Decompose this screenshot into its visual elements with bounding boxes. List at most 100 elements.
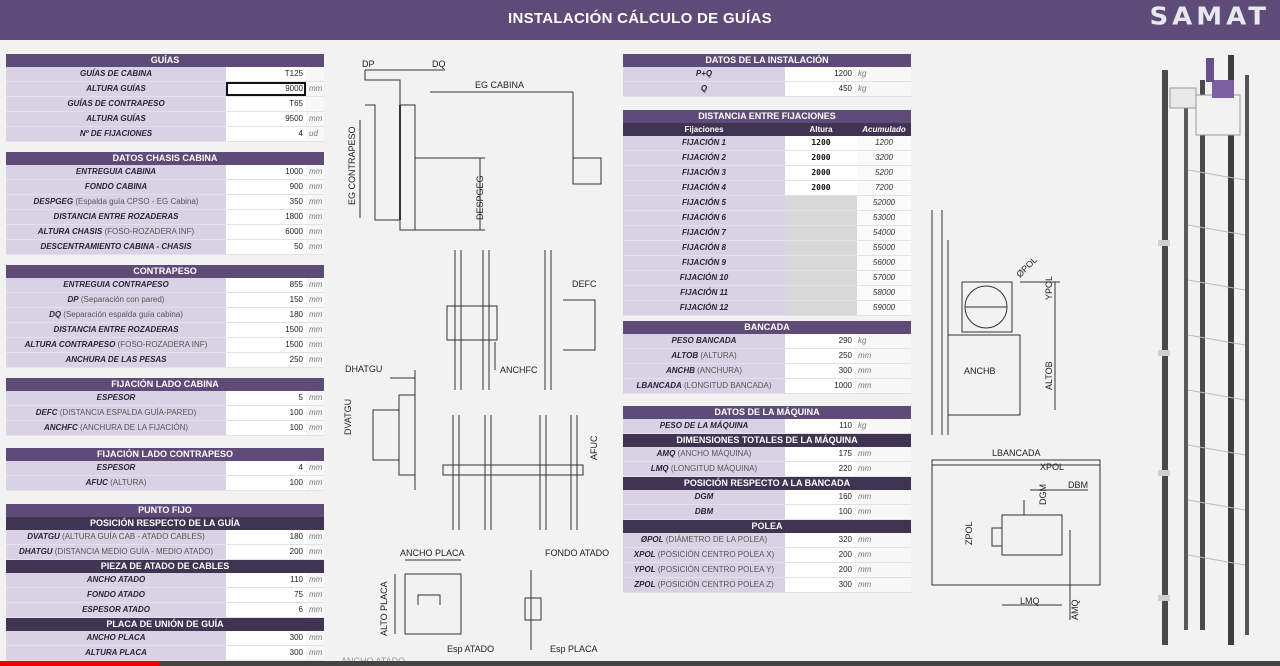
bancada-value-input[interactable]: 1000 [785, 379, 855, 393]
fijacion-altura-input[interactable] [785, 271, 857, 285]
maquina-value-input[interactable]: 200 [785, 563, 855, 577]
guias-value-input[interactable]: 9000 [226, 82, 306, 96]
chasis-value-input[interactable]: 350 [226, 195, 306, 209]
fijacion-altura-input[interactable] [785, 196, 857, 210]
punto_fijo-unit: mm [306, 588, 324, 602]
contrapeso-value-input[interactable]: 1500 [226, 323, 306, 337]
fij_cabina-value-input[interactable]: 100 [226, 421, 306, 435]
fijacion-altura-input[interactable] [785, 211, 857, 225]
bancada-value-input[interactable]: 290 [785, 334, 855, 348]
maquina-value-input[interactable]: 220 [785, 462, 855, 476]
fijacion-name: FIJACIÓN 8 [623, 241, 785, 255]
maquina-value-input[interactable]: 160 [785, 490, 855, 504]
fijacion-name: FIJACIÓN 10 [623, 271, 785, 285]
punto_fijo-value-input[interactable]: 180 [226, 530, 306, 544]
contrapeso-value-input[interactable]: 150 [226, 293, 306, 307]
chasis-value-input[interactable]: 900 [226, 180, 306, 194]
contrapeso-value-input[interactable]: 855 [226, 278, 306, 292]
guias-unit [306, 97, 324, 111]
punto_fijo-value-input[interactable]: 6 [226, 603, 306, 617]
maquina-value-input[interactable]: 100 [785, 505, 855, 519]
chasis-value-input[interactable]: 1000 [226, 165, 306, 179]
maquina-value-input[interactable]: 300 [785, 578, 855, 592]
label-zpol: ZPOL [964, 521, 974, 545]
label-lmq: LMQ [1020, 596, 1040, 606]
bancada-unit: mm [855, 364, 911, 378]
guias-value-input[interactable]: T125 [226, 67, 306, 81]
fijacion-altura-input[interactable] [785, 241, 857, 255]
fijacion-altura-input[interactable]: 1200 [785, 136, 857, 150]
guias-label-main: ALTURA GUÍAS [86, 114, 146, 123]
fijacion-altura-input[interactable]: 2000 [785, 166, 857, 180]
fijacion-altura-input[interactable]: 2000 [785, 151, 857, 165]
guias-label: ALTURA GUÍAS [6, 112, 226, 126]
guias-value-input[interactable]: 4 [226, 127, 306, 141]
fijacion-altura-input[interactable] [785, 301, 857, 315]
punto_fijo-value-input[interactable]: 300 [226, 646, 306, 660]
fijacion-altura-input[interactable] [785, 286, 857, 300]
guide-rails-3d-illustration [1158, 55, 1249, 645]
maquina-label: ØPOL (DIÁMETRO DE LA POLEA) [623, 533, 785, 547]
instalacion-value-input[interactable]: 450 [785, 82, 855, 96]
fij_cabina-value-input[interactable]: 100 [226, 406, 306, 420]
punto_fijo-value-input[interactable]: 110 [226, 573, 306, 587]
maquina-value-input[interactable]: 175 [785, 447, 855, 461]
label-dvatgu: DVATGU [343, 399, 353, 435]
chasis-label: DESCENTRAMIENTO CABINA - CHASIS [6, 240, 226, 254]
fij_contrapeso-value-input[interactable]: 100 [226, 476, 306, 490]
punto_fijo-unit: mm [306, 530, 324, 544]
chasis-value-input[interactable]: 50 [226, 240, 306, 254]
bancada-value-input[interactable]: 250 [785, 349, 855, 363]
fijacion-acumulado: 5200 [857, 166, 911, 180]
maquina-value-input[interactable]: 200 [785, 548, 855, 562]
fij_cabina-label-extra: (ANCHURA DE LA FIJACIÓN) [77, 423, 189, 432]
instalacion-value-input[interactable]: 1200 [785, 67, 855, 81]
fij_cabina-value-input[interactable]: 5 [226, 391, 306, 405]
instalacion-unit: kg [855, 82, 911, 96]
fijacion-altura-input[interactable]: 2000 [785, 181, 857, 195]
maquina-unit: mm [855, 563, 911, 577]
guias-value-input[interactable]: T65 [226, 97, 306, 111]
punto_fijo-value-input[interactable]: 300 [226, 631, 306, 645]
maquina-label-extra: (POSICIÓN CENTRO POLEA Z) [655, 580, 774, 589]
fijacion-acumulado: 7200 [857, 181, 911, 195]
punto_fijo-label-main: ESPESOR ATADO [82, 605, 150, 614]
contrapeso-value-input[interactable]: 180 [226, 308, 306, 322]
fijacion-name: FIJACIÓN 9 [623, 256, 785, 270]
fijacion-name: FIJACIÓN 1 [623, 136, 785, 150]
maquina-value-input[interactable]: 320 [785, 533, 855, 547]
bancada-value-input[interactable]: 300 [785, 364, 855, 378]
label-alto-placa: ALTO PLACA [379, 581, 389, 636]
video-progress-bar[interactable] [0, 661, 1280, 666]
fij_contrapeso-value-input[interactable]: 4 [226, 461, 306, 475]
chasis-value-input[interactable]: 1800 [226, 210, 306, 224]
contrapeso-value-input[interactable]: 1500 [226, 338, 306, 352]
punto_fijo-value-input[interactable]: 200 [226, 545, 306, 559]
chasis-label-extra: (Espalda guía CPSO - EG Cabina) [73, 197, 199, 206]
guias-label-main: Nº DE FIJACIONES [79, 129, 153, 138]
maquina-label-main: PESO DE LA MÁQUINA [659, 421, 749, 430]
fij_cabina-label-main: ANCHFC [43, 423, 78, 432]
fij_contrapeso-label: ESPESOR [6, 461, 226, 475]
chasis-value-input[interactable]: 6000 [226, 225, 306, 239]
maquina-label-main: AMQ [656, 449, 676, 458]
bancada-label: ALTOB (ALTURA) [623, 349, 785, 363]
punto_fijo-value-input[interactable]: 75 [226, 588, 306, 602]
maquina-value-input[interactable]: 110 [785, 419, 855, 433]
fijacion-altura-input[interactable] [785, 226, 857, 240]
punto_fijo-subheader: POSICIÓN RESPECTO DE LA GUÍA [6, 517, 324, 530]
guias-value-input[interactable]: 9500 [226, 112, 306, 126]
maquina-label: YPOL (POSICIÓN CENTRO POLEA Y) [623, 563, 785, 577]
contrapeso-value-input[interactable]: 250 [226, 353, 306, 367]
fijacion-altura-input[interactable] [785, 256, 857, 270]
contrapeso-label-main: ANCHURA DE LAS PESAS [65, 355, 167, 364]
